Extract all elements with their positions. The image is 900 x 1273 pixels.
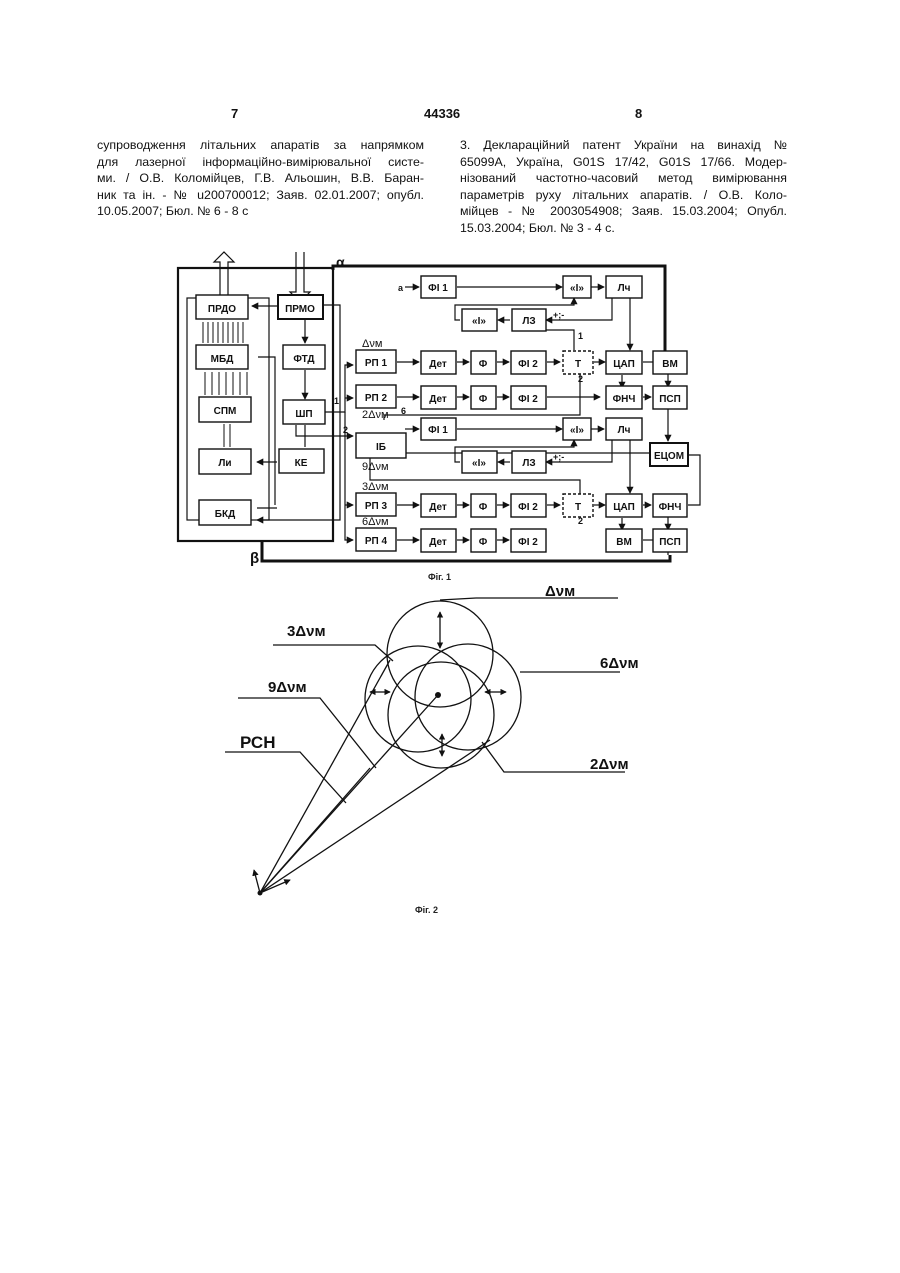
block-fi2: ФІ 2 [518,359,538,370]
block-psp: ПСП [659,394,681,405]
fig2-label-left-mid: 9Δνм [268,679,307,696]
block-psp: ПСП [659,537,681,548]
block-fi2: ФІ 2 [518,502,538,513]
block-fi2: ФІ 2 [518,537,538,548]
figure-2-circles-diagram: Δνм 3Δνм 9Δνм 6Δνм 2Δνм РСН [0,580,900,920]
figure-1-block-diagram: ПРДО ПРМО МБД ФТД СПМ ШП Ли КЕ БКД РП 1 … [0,0,900,600]
freq-label-6: 6Δνм [362,516,389,528]
block-lz: ЛЗ [522,316,535,327]
block-ftd: ФТД [293,354,314,365]
port-number: 2 [578,516,583,526]
block-vm: ВМ [662,359,678,370]
block-trigger: Т [575,359,581,370]
block-fi2: ФІ 2 [518,394,538,405]
block-det: Дет [429,394,447,405]
block-f: Ф [479,359,488,370]
block-fi1: ФІ 1 [428,283,448,294]
fig2-label-rsn: РСН [240,733,275,752]
block-fnch: ФНЧ [659,502,682,513]
block-rp4: РП 4 [365,536,388,547]
block-ke: КЕ [295,458,308,469]
block-tsap: ЦАП [613,502,635,513]
block-and: «І» [472,316,486,327]
block-ib: ІБ [376,442,386,453]
block-prmo: ПРМО [285,304,315,315]
block-bkd: БКД [215,509,235,520]
block-rp2: РП 2 [365,393,388,404]
block-f: Ф [479,502,488,513]
block-lch: Лч [618,425,631,436]
alpha-label: α [336,254,345,270]
block-trigger: Т [575,502,581,513]
port-number: 2 [343,425,348,435]
block-rp1: РП 1 [365,358,388,369]
sign-label: +;- [553,310,564,320]
freq-label-9: 9Δνм [362,461,389,473]
port-number: 2 [578,374,583,384]
block-det: Дет [429,537,447,548]
block-and: «І» [472,458,486,469]
block-spm: СПМ [214,406,237,417]
freq-label-3: 3Δνм [362,481,389,493]
block-li: Ли [218,458,231,469]
block-det: Дет [429,359,447,370]
figure-2-caption: Фіг. 2 [415,905,438,915]
block-mbd: МБД [211,354,234,365]
freq-label-1: Δνм [362,338,382,350]
block-etsom: ЕЦОМ [654,451,684,462]
fig2-label-right-mid: 6Δνм [600,655,639,672]
port-number: 1 [578,331,583,341]
port-number: 6 [401,406,406,416]
block-lch: Лч [618,283,631,294]
block-f: Ф [479,394,488,405]
fig2-label-left-top: 3Δνм [287,623,326,640]
block-det: Дет [429,502,447,513]
block-rp3: РП 3 [365,501,388,512]
beta-label: β [250,550,259,567]
freq-label-2: 2Δνм [362,409,389,421]
block-f: Ф [479,537,488,548]
block-and: «І» [570,283,584,294]
block-lz: ЛЗ [522,458,535,469]
block-tsap: ЦАП [613,359,635,370]
sign-label: +;- [553,452,564,462]
block-fi1: ФІ 1 [428,425,448,436]
input-a-label: a [398,283,404,293]
block-prdo: ПРДО [208,304,236,315]
block-and: «І» [570,425,584,436]
fig2-label-right-bottom: 2Δνм [590,756,629,773]
fig2-label-top: Δνм [545,583,575,600]
port-number: 1 [334,396,339,406]
block-vm: ВМ [616,537,632,548]
block-fnch: ФНЧ [613,394,636,405]
block-shp: ШП [295,409,312,420]
